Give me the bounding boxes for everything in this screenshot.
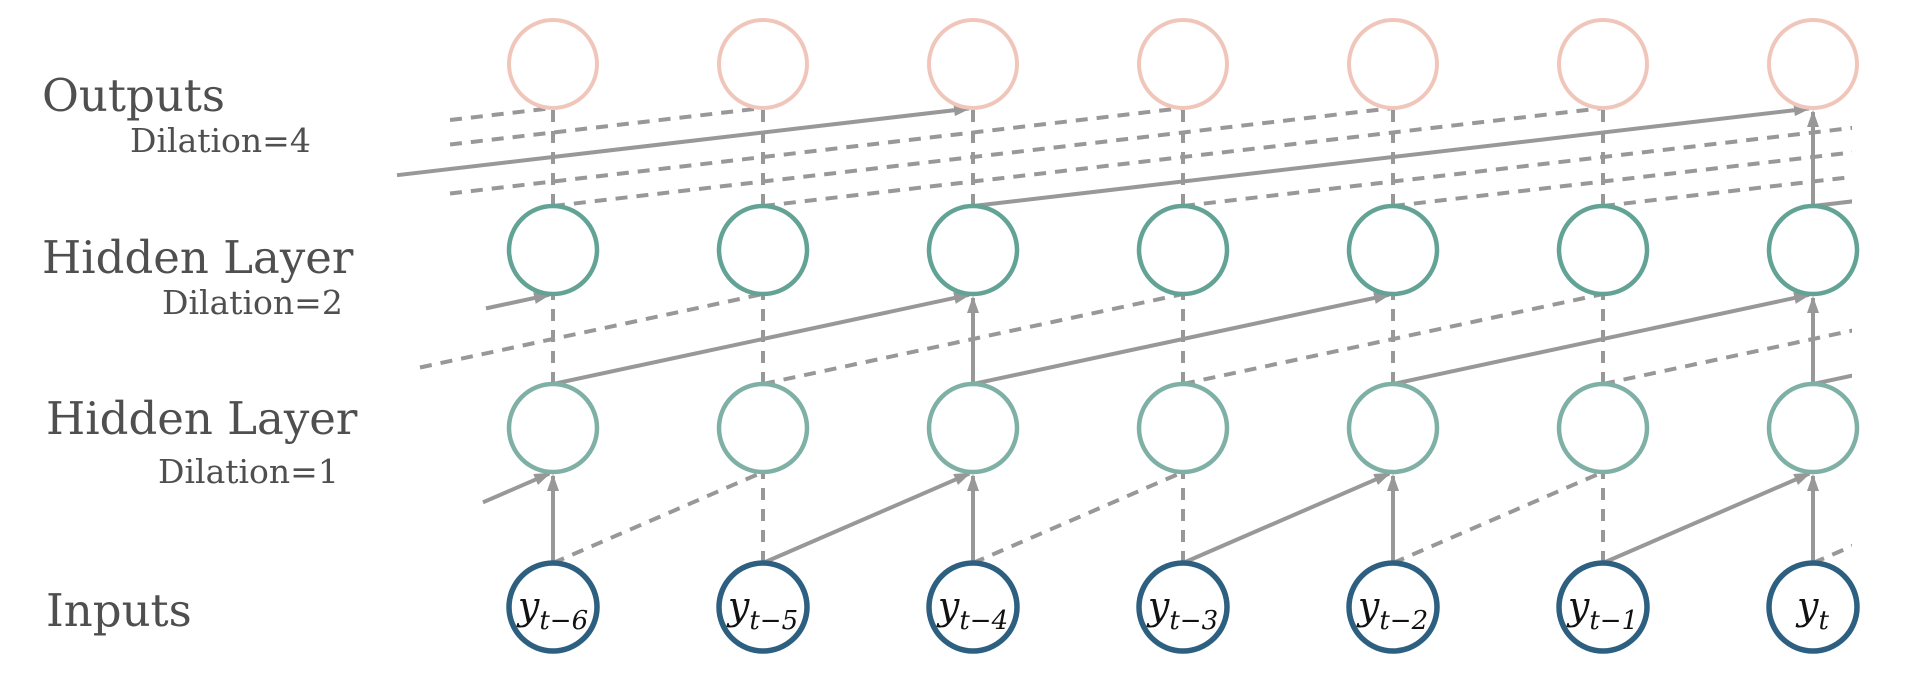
node-outputs-2 bbox=[927, 18, 1019, 110]
edge-d1-diag-3-to-4-solid bbox=[1182, 471, 1392, 565]
node-hidden1-6 bbox=[1766, 381, 1860, 475]
hidden-layer-2-label: Hidden Layer bbox=[42, 231, 354, 284]
edge-d2-diag-5-to-7-dashed bbox=[1602, 328, 1852, 386]
edge-d1-diag-4-to-5-dashed bbox=[1392, 470, 1604, 565]
hidden-layer-2-dilation-label: Dilation=2 bbox=[162, 283, 343, 322]
node-hidden2-4 bbox=[1346, 203, 1440, 297]
input-node-label-1: yt−5 bbox=[726, 584, 798, 636]
outputs-dilation-label: Dilation=4 bbox=[130, 121, 311, 160]
node-hidden1-5 bbox=[1556, 381, 1650, 475]
node-hidden2-0 bbox=[506, 203, 600, 297]
inputs-label: Inputs bbox=[46, 584, 192, 637]
edge-d4-diag-4-to-8-dashed bbox=[1392, 150, 1852, 208]
input-node-label-2: yt−4 bbox=[936, 584, 1008, 636]
node-outputs-0 bbox=[507, 18, 599, 110]
input-node-label-0: yt−6 bbox=[516, 584, 588, 636]
edge-d4-diag-1-to-5-dashed bbox=[762, 106, 1604, 208]
edge-d2-diag--2-to-0-solid bbox=[485, 292, 552, 311]
edge-d2-diag--1-to-1-dashed bbox=[419, 292, 764, 370]
edge-d2-diag-3-to-5-dashed bbox=[1182, 292, 1604, 386]
edge-d1-diag-2-to-3-dashed bbox=[972, 470, 1184, 565]
edge-d2-diag-0-to-2-solid bbox=[552, 292, 972, 386]
node-inputs-5 bbox=[1556, 560, 1650, 654]
node-hidden1-2 bbox=[926, 381, 1020, 475]
edge-d1-diag-1-to-2-solid bbox=[762, 471, 972, 565]
edge-d1-diag-0-to-1-dashed bbox=[552, 470, 764, 565]
node-hidden1-4 bbox=[1346, 381, 1440, 475]
input-node-label-5: yt−1 bbox=[1566, 584, 1638, 636]
edge-d4-diag-5-to-9-dashed bbox=[1602, 174, 1852, 208]
edge-d1-diag-5-to-6-solid bbox=[1602, 471, 1812, 565]
node-outputs-1 bbox=[717, 18, 809, 110]
input-node-label-4: yt−2 bbox=[1356, 584, 1428, 636]
edge-d2-diag-6-to-8-solid bbox=[1812, 373, 1852, 386]
node-hidden1-3 bbox=[1136, 381, 1230, 475]
edge-d4-diag-2-to-6-solid bbox=[972, 104, 1812, 208]
edge-d4-diag-0-to-4-dashed bbox=[552, 106, 1394, 208]
edge-d4-diag-3-to-7-dashed bbox=[1182, 125, 1852, 208]
node-outputs-5 bbox=[1557, 18, 1649, 110]
node-outputs-3 bbox=[1137, 18, 1229, 110]
node-hidden2-1 bbox=[716, 203, 810, 297]
node-hidden2-5 bbox=[1556, 203, 1650, 297]
edge-d4-diag--4-to-0-dashed bbox=[449, 106, 554, 123]
input-node-label-6: yt bbox=[1795, 584, 1829, 636]
node-hidden2-3 bbox=[1136, 203, 1230, 297]
edge-d1-diag-6-to-7-dashed bbox=[1812, 543, 1852, 565]
edge-d2-diag-2-to-4-solid bbox=[972, 292, 1392, 386]
node-inputs-6 bbox=[1766, 560, 1860, 654]
node-hidden1-1 bbox=[716, 381, 810, 475]
edge-d4-diag-6-to-10-solid bbox=[1812, 199, 1852, 208]
outputs-label: Outputs bbox=[42, 69, 225, 122]
node-hidden2-6 bbox=[1766, 203, 1860, 297]
node-inputs-2 bbox=[926, 560, 1020, 654]
node-inputs-4 bbox=[1346, 560, 1440, 654]
input-node-label-3: yt−3 bbox=[1146, 584, 1218, 636]
hidden-layer-1-label: Hidden Layer bbox=[46, 392, 358, 445]
edge-d2-diag-1-to-3-dashed bbox=[762, 292, 1184, 386]
edge-d2-diag-4-to-6-solid bbox=[1392, 292, 1812, 386]
node-inputs-3 bbox=[1136, 560, 1230, 654]
node-outputs-6 bbox=[1767, 18, 1859, 110]
node-inputs-0 bbox=[506, 560, 600, 654]
node-inputs-1 bbox=[716, 560, 810, 654]
node-hidden2-2 bbox=[926, 203, 1020, 297]
edge-d4-diag--2-to-2-solid bbox=[396, 104, 972, 178]
node-outputs-4 bbox=[1347, 18, 1439, 110]
edge-d4-diag--3-to-1-dashed bbox=[449, 106, 764, 147]
edge-d1-diag--1-to-0-solid bbox=[482, 471, 552, 505]
hidden-layer-1-dilation-label: Dilation=1 bbox=[158, 452, 339, 491]
node-hidden1-0 bbox=[506, 381, 600, 475]
edge-d4-diag--1-to-3-dashed bbox=[449, 106, 1184, 196]
